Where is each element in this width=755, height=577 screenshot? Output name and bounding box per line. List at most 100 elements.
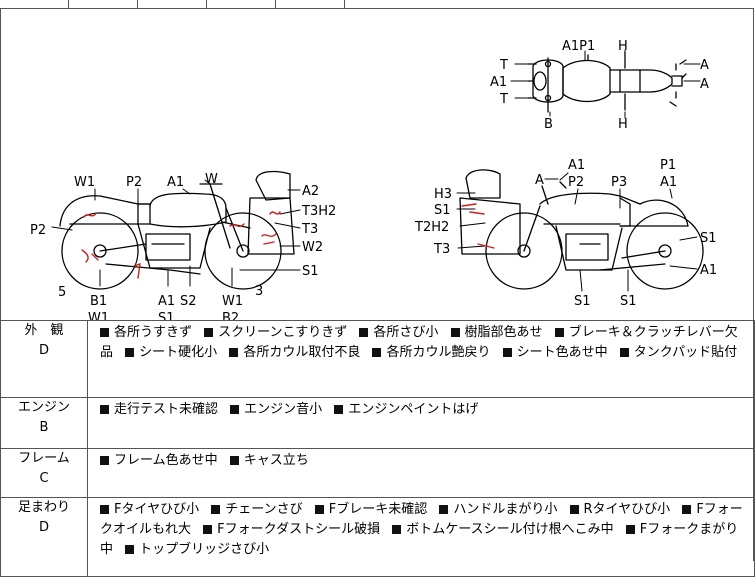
square-bullet-icon: [100, 455, 109, 465]
condition-item: チェーンさび: [211, 502, 303, 517]
condition-table: 外 観 D 各所うすきず スクリーンこすりきず 各所さび小 樹脂部色あせ ブレー…: [0, 320, 755, 577]
edge-cell: [138, 0, 207, 8]
condition-item: 各所さび小: [359, 325, 438, 340]
square-bullet-icon: [229, 455, 239, 465]
category-name: エンジン: [17, 400, 70, 415]
condition-item: エンジンペイントはげ: [334, 402, 478, 417]
damage-marks: [81, 203, 495, 279]
square-bullet-icon: [569, 504, 579, 514]
condition-item-text: 各所うすきず: [114, 325, 193, 340]
condition-item-text: チェーンさび: [225, 502, 303, 517]
square-bullet-icon: [314, 504, 324, 514]
square-bullet-icon: [230, 404, 240, 414]
condition-item: 各所カウル艶戻り: [372, 345, 490, 360]
top-label-h-bottom: H: [618, 117, 628, 132]
condition-item-text: フレーム色あせ中: [114, 453, 218, 468]
square-bullet-icon: [211, 504, 221, 514]
condition-item-text: Fタイヤひび小: [114, 502, 200, 517]
category-name: フレーム: [18, 451, 70, 466]
description-cell: 各所うすきず スクリーンこすりきず 各所さび小 樹脂部色あせ ブレーキ＆クラッチ…: [87, 320, 755, 398]
right-label-s1-bottom-b: S1: [620, 294, 637, 309]
right-label-p3: P3: [611, 175, 627, 190]
condition-item-text: Fフォークダストシール破損: [217, 522, 381, 537]
description-cell: 走行テスト未確認 エンジン音小 エンジンペイントはげ: [87, 397, 755, 449]
category-cell: エンジン B: [0, 397, 88, 449]
category-cell: フレーム C: [0, 448, 88, 498]
sheet-frame: [0, 8, 754, 561]
condition-item: Rタイヤひび小: [569, 502, 670, 517]
left-view-motorcycle: [59, 170, 295, 290]
right-label-s1-bottom-a: S1: [574, 294, 591, 309]
square-bullet-icon: [125, 544, 135, 554]
motorcycle-diagram-svg: A1P1 H T A A1 A T B H W1 P2 A1 W A2 T3H2…: [30, 39, 717, 320]
edge-cell: [207, 0, 276, 8]
left-label-b1: B1: [90, 294, 107, 309]
condition-item-text: シート硬化小: [139, 345, 218, 360]
square-bullet-icon: [100, 404, 109, 414]
condition-item: Fフォークまがり中: [100, 522, 738, 557]
category-name: 外 観: [24, 323, 64, 338]
condition-item: ボトムケースシール付け根へこみ中: [392, 522, 614, 537]
condition-item: Fフォークダストシール破損: [203, 522, 380, 537]
condition-item-text: エンジンペイントはげ: [348, 402, 479, 417]
condition-item-text: 各所さび小: [373, 325, 439, 340]
condition-item-text: スクリーンこすりきず: [218, 325, 348, 340]
right-label-t2h2: T2H2: [414, 220, 449, 235]
left-label-s1-bottom: S1: [158, 311, 175, 320]
square-bullet-icon: [372, 347, 382, 357]
damage-diagram: A1P1 H T A A1 A T B H W1 P2 A1 W A2 T3H2…: [0, 8, 755, 320]
left-label-w1-rear: W1: [222, 294, 243, 309]
condition-row-frame: フレーム C フレーム色あせ中 キャス立ち: [0, 448, 755, 498]
category-grade: C: [39, 471, 49, 486]
condition-item: ブレーキ＆クラッチレバー欠品: [100, 325, 738, 360]
square-bullet-icon: [625, 524, 635, 534]
left-label-5: 5: [58, 285, 66, 300]
condition-item: Fブレーキ未確認: [314, 502, 427, 517]
top-label-h-top: H: [618, 39, 628, 54]
right-label-s1-side: S1: [700, 231, 717, 246]
square-bullet-icon: [334, 404, 344, 414]
condition-item: シート硬化小: [125, 345, 217, 360]
condition-item: 各所カウル取付不良: [229, 345, 360, 360]
top-view-motorcycle: [527, 51, 687, 113]
square-bullet-icon: [502, 347, 512, 357]
category-grade: D: [38, 520, 49, 535]
square-bullet-icon: [100, 504, 109, 514]
square-bullet-icon: [203, 524, 213, 534]
condition-item-text: トップブリッジさび小: [139, 542, 270, 557]
right-label-s1: S1: [434, 203, 451, 218]
condition-item-text: ブレーキ＆クラッチレバー欠品: [100, 325, 738, 360]
top-label-b: B: [544, 117, 553, 132]
top-label-t-lower: T: [499, 92, 508, 107]
right-label-t3: T3: [433, 242, 450, 257]
square-bullet-icon: [554, 327, 564, 337]
square-bullet-icon: [439, 504, 449, 514]
square-bullet-icon: [359, 327, 369, 337]
condition-item: Fフォークオイルもれ大: [100, 502, 743, 537]
condition-item: 樹脂部色あせ: [450, 325, 543, 340]
left-label-a1-top: A1: [167, 175, 184, 190]
left-label-p2-side: P2: [30, 223, 46, 238]
left-label-s2: S2: [180, 294, 197, 309]
left-label-a1-bottom: A1: [158, 294, 175, 309]
condition-row-exterior: 外 観 D 各所うすきず スクリーンこすりきず 各所さび小 樹脂部色あせ ブレー…: [0, 320, 755, 398]
condition-item-text: ボトムケースシール付け根へこみ中: [406, 522, 614, 537]
previous-table-edge: [0, 0, 755, 8]
category-grade: B: [39, 420, 49, 435]
right-label-a1-side: A1: [660, 175, 677, 190]
condition-item-text: 各所カウル取付不良: [243, 345, 361, 360]
left-label-w1-bottom: W1: [88, 311, 109, 320]
top-label-t-upper: T: [499, 58, 508, 73]
category-cell: 外 観 D: [0, 320, 88, 398]
left-label-p2-top: P2: [126, 175, 142, 190]
condition-item-text: ハンドルまがり小: [453, 502, 558, 517]
condition-item: タンクパッド貼付: [619, 345, 737, 360]
square-bullet-icon: [100, 327, 109, 337]
category-name: 足まわり: [17, 500, 70, 515]
description-cell: フレーム色あせ中 キャス立ち: [87, 448, 755, 498]
condition-row-engine: エンジン B 走行テスト未確認 エンジン音小 エンジンペイントはげ: [0, 397, 755, 449]
category-cell: 足まわり D: [0, 497, 88, 577]
square-bullet-icon: [125, 347, 135, 357]
left-label-w2: W2: [302, 240, 323, 255]
condition-item: トップブリッジさび小: [125, 542, 269, 557]
